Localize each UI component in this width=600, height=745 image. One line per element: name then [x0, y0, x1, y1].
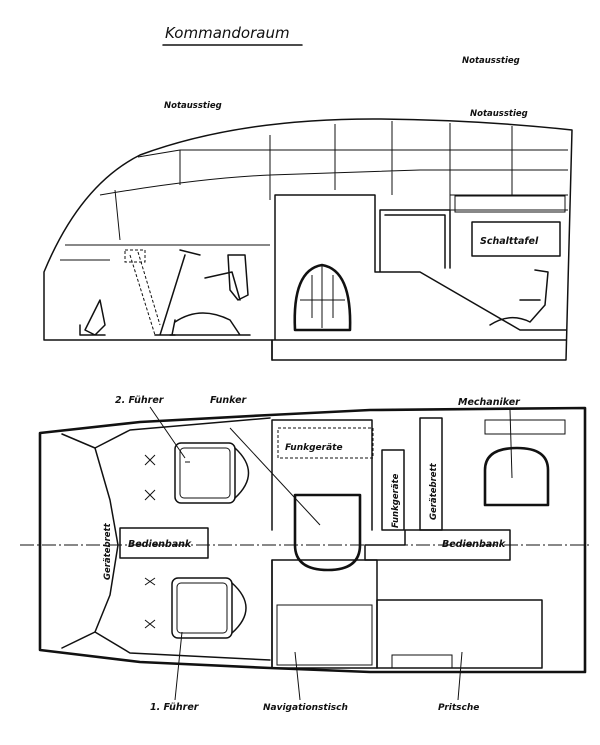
bedienbank-right-label: Bedienbank: [442, 539, 506, 550]
side-view-hull: [43, 118, 573, 361]
bedienbank-left-label: Bedienbank: [128, 539, 192, 550]
mechaniker-shelf: [484, 419, 566, 435]
side-sight-line: [124, 249, 161, 336]
plan-view: 2. Führer Funker Mechaniker Funkgeräte F…: [20, 395, 590, 713]
mechaniker-seat: [483, 446, 550, 507]
fuehrer-2-label: 2. Führer: [115, 395, 165, 406]
funker-pointer: [229, 427, 321, 526]
funker-label: Funker: [210, 395, 248, 406]
side-interior-walls: [271, 194, 567, 361]
funkgeraete-vertical-label: Funkgeräte: [391, 473, 401, 528]
schalttafel-subpanel: [454, 195, 566, 213]
fuehrer-2-pointer: [149, 406, 186, 459]
funkgeraete-box: [277, 427, 374, 459]
schalttafel-panel: [471, 221, 561, 257]
seat-pilot-2: [174, 442, 250, 504]
navigationstisch-pointer: [294, 651, 301, 701]
mechaniker-pointer: [509, 409, 513, 479]
window-frame: [60, 121, 568, 261]
plan-cockpit-wall: [94, 417, 271, 661]
notausstieg-top-right-label: Notausstieg: [462, 56, 520, 66]
diagram-title: Kommandoraum: [165, 24, 290, 42]
funkgeraete-box-label: Funkgeräte: [285, 443, 343, 453]
side-front-seat: [79, 299, 106, 336]
pritsche: [376, 599, 543, 669]
navigationstisch-inner: [276, 604, 373, 666]
geraetebrett-left-label: Gerätebrett: [103, 522, 113, 580]
pritsche-pointer: [457, 651, 463, 701]
plan-outline: [38, 406, 587, 674]
navigationstisch-label: Navigationstisch: [263, 703, 348, 713]
funker-wall: [271, 419, 373, 669]
pritsche-inner: [391, 654, 453, 669]
notausstieg-mid-right-label: Notausstieg: [470, 109, 528, 119]
side-mechanic-seat: [489, 269, 549, 326]
pritsche-label: Pritsche: [438, 703, 479, 713]
seat-pilot-1: [171, 577, 247, 639]
mechaniker-label: Mechaniker: [458, 397, 521, 408]
side-view: Notausstieg Notausstieg Notausstieg Scha…: [43, 56, 573, 361]
side-pilot-seat: [169, 254, 251, 336]
side-dome-frame: [300, 265, 345, 328]
schalttafel-label: Schalttafel: [480, 236, 539, 247]
fuehrer-1-pointer: [174, 631, 183, 701]
notausstieg-left-label: Notausstieg: [164, 101, 222, 111]
bedienbank-left: [119, 527, 209, 559]
navigationstisch: [271, 559, 378, 669]
fuehrer-1-label: 1. Führer: [150, 702, 200, 713]
funker-seat: [293, 493, 362, 572]
geraetebrett-right-label: Gerätebrett: [429, 462, 439, 520]
side-control-column: [154, 249, 201, 336]
pedal-arrows: [144, 454, 156, 629]
funkgeraete-vertical: [381, 449, 405, 531]
